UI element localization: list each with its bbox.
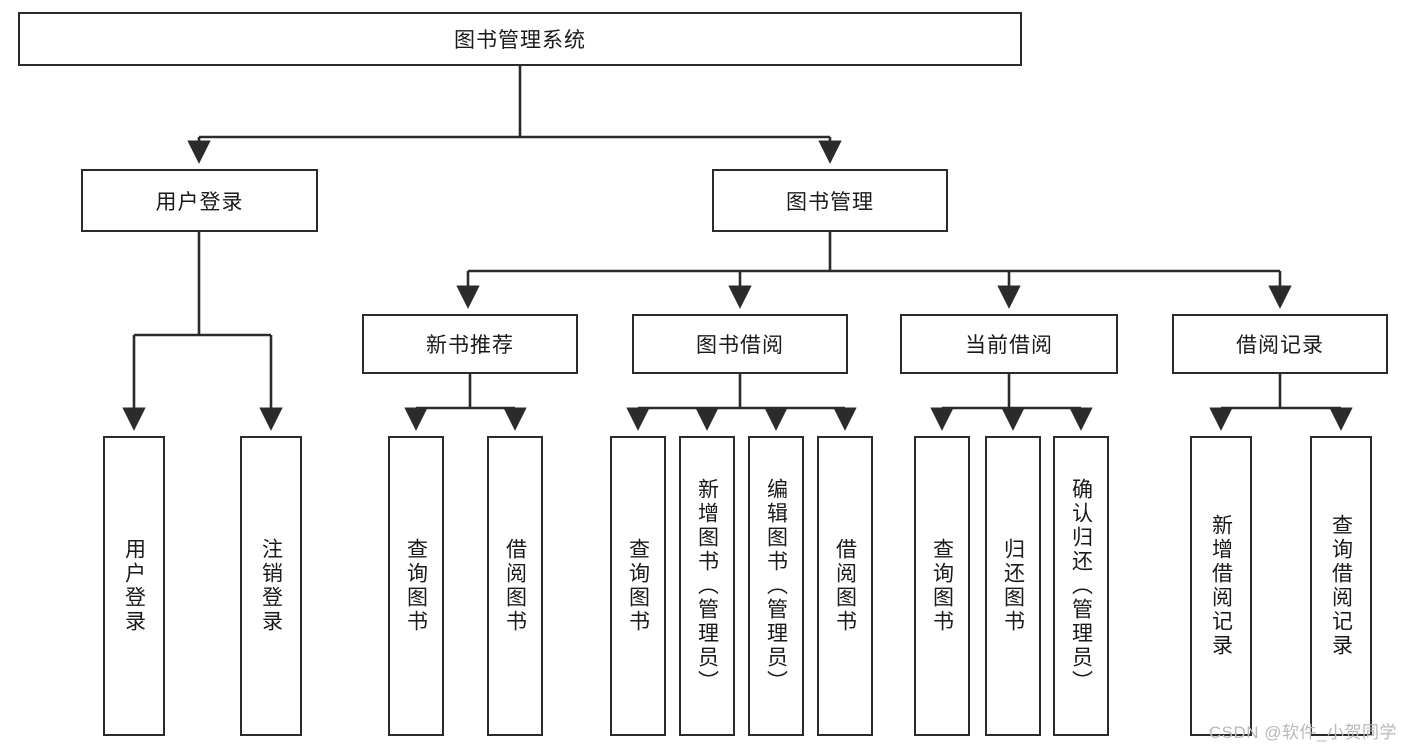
leaf-add-borrow-record-label: 新增借阅记录	[1209, 514, 1233, 658]
node-user-login[interactable]: 用户登录	[81, 169, 318, 232]
leaf-return-book-label: 归还图书	[1001, 538, 1025, 634]
leaf-query-book-recommend-label: 查询图书	[404, 538, 428, 634]
node-borrow-record[interactable]: 借阅记录	[1172, 314, 1388, 374]
node-current-borrow-label: 当前借阅	[965, 334, 1053, 357]
leaf-confirm-return-label: 确认归还（管理员）	[1069, 478, 1093, 694]
leaf-query-book-borrow[interactable]: 查询图书	[610, 436, 666, 736]
leaf-borrow-book-label: 借阅图书	[833, 538, 857, 634]
node-book-manage[interactable]: 图书管理	[712, 169, 948, 232]
node-new-book-recommend[interactable]: 新书推荐	[362, 314, 578, 374]
leaf-add-book[interactable]: 新增图书（管理员）	[679, 436, 735, 736]
leaf-query-book-current[interactable]: 查询图书	[914, 436, 970, 736]
leaf-confirm-return[interactable]: 确认归还（管理员）	[1053, 436, 1109, 736]
node-book-manage-label: 图书管理	[786, 190, 874, 214]
node-book-borrow-label: 图书借阅	[696, 334, 784, 357]
node-book-borrow[interactable]: 图书借阅	[632, 314, 848, 374]
leaf-logout[interactable]: 注销登录	[240, 436, 302, 736]
node-current-borrow[interactable]: 当前借阅	[900, 314, 1118, 374]
leaf-add-book-label: 新增图书（管理员）	[695, 478, 719, 694]
leaf-query-book-borrow-label: 查询图书	[626, 538, 650, 634]
node-user-login-label: 用户登录	[155, 190, 244, 214]
leaf-borrow-book-recommend[interactable]: 借阅图书	[487, 436, 543, 736]
leaf-logout-label: 注销登录	[259, 538, 283, 634]
leaf-user-login[interactable]: 用户登录	[103, 436, 165, 736]
leaf-query-book-recommend[interactable]: 查询图书	[388, 436, 444, 736]
leaf-borrow-book-recommend-label: 借阅图书	[503, 538, 527, 634]
leaf-query-borrow-record-label: 查询借阅记录	[1329, 514, 1353, 658]
node-new-book-recommend-label: 新书推荐	[426, 334, 514, 357]
leaf-edit-book-label: 编辑图书（管理员）	[764, 478, 788, 694]
node-root-label: 图书管理系统	[454, 29, 586, 52]
leaf-edit-book[interactable]: 编辑图书（管理员）	[748, 436, 804, 736]
leaf-return-book[interactable]: 归还图书	[985, 436, 1041, 736]
node-root[interactable]: 图书管理系统	[18, 12, 1022, 66]
leaf-add-borrow-record[interactable]: 新增借阅记录	[1190, 436, 1252, 736]
leaf-user-login-label: 用户登录	[122, 538, 146, 634]
node-borrow-record-label: 借阅记录	[1236, 334, 1324, 357]
leaf-query-borrow-record[interactable]: 查询借阅记录	[1310, 436, 1372, 736]
leaf-query-book-current-label: 查询图书	[930, 538, 954, 634]
leaf-borrow-book[interactable]: 借阅图书	[817, 436, 873, 736]
